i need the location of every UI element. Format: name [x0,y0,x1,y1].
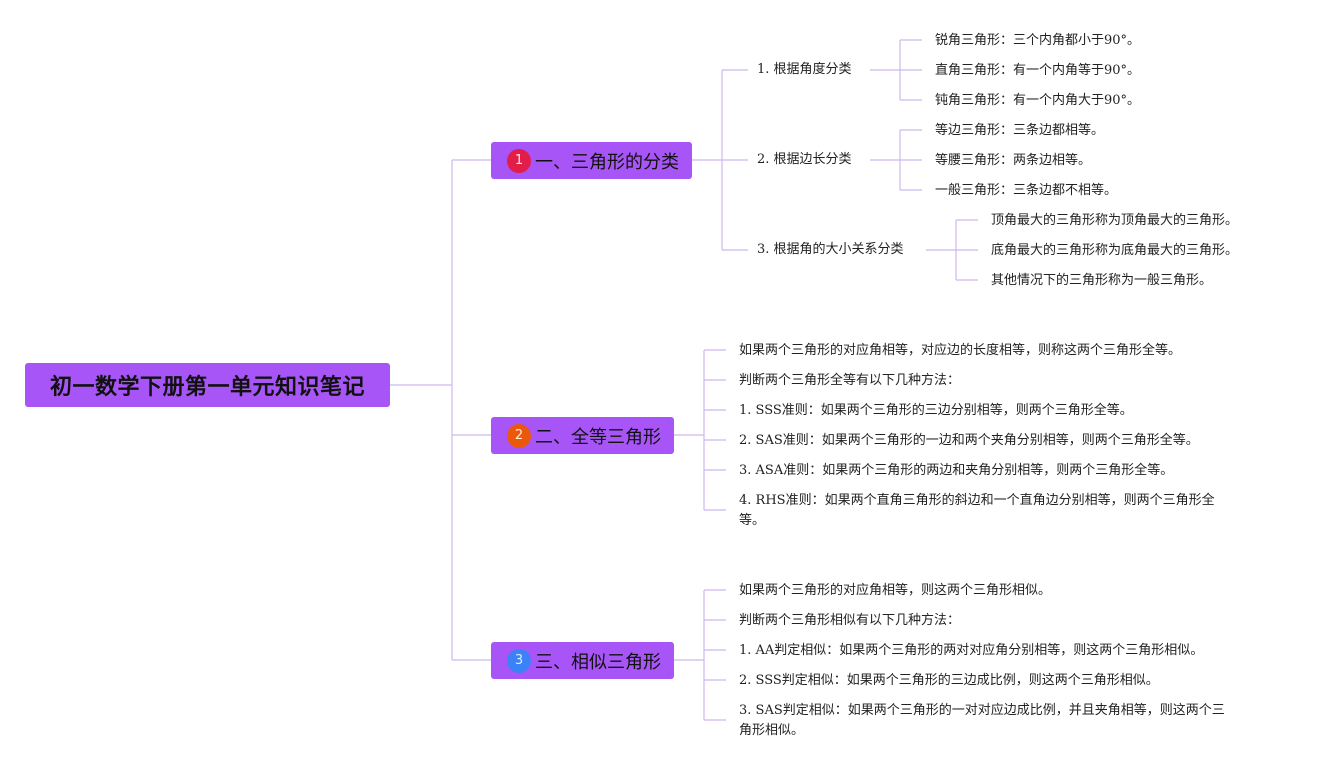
leaf-item[interactable]: 顶角最大的三角形称为顶角最大的三角形。 [991,213,1239,228]
leaf-item[interactable]: 2. SSS判定相似：如果两个三角形的三边成比例，则这两个三角形相似。 [739,673,1159,688]
leaf-item[interactable]: 等边三角形：三条边都相等。 [935,123,1105,138]
root-title: 初一数学下册第一单元知识笔记 [49,375,365,400]
root-node[interactable]: 初一数学下册第一单元知识笔记 [25,363,390,407]
leaf-item[interactable]: 直角三角形：有一个内角等于90°。 [935,63,1141,78]
leaf-item[interactable]: 底角最大的三角形称为底角最大的三角形。 [991,243,1239,258]
priority-1-icon: 1 [507,148,531,173]
sub-node-angle[interactable]: 1. 根据角度分类 [757,62,852,77]
priority-2-icon: 2 [507,423,531,448]
leaf-item[interactable]: 如果两个三角形的对应角相等，则这两个三角形相似。 [739,583,1052,598]
leaf-item[interactable]: 2. SAS准则：如果两个三角形的一边和两个夹角分别相等，则两个三角形全等。 [739,433,1199,448]
leaf-item[interactable]: 锐角三角形：三个内角都小于90°。 [935,33,1141,48]
branch-label: 二、全等三角形 [535,426,661,448]
priority-3-icon: 3 [507,648,531,673]
leaf-item[interactable]: 一般三角形：三条边都不相等。 [935,183,1118,198]
leaf-item[interactable]: 如果两个三角形的对应角相等，对应边的长度相等，则称这两个三角形全等。 [739,343,1182,358]
sub-node-side[interactable]: 2. 根据边长分类 [757,152,852,167]
leaf-item[interactable]: 3. SAS判定相似：如果两个三角形的一对对应边成比例，并且夹角相等，则这两个三… [739,703,1225,738]
leaf-item[interactable]: 4. RHS准则：如果两个直角三角形的斜边和一个直角边分别相等，则两个三角形全等… [739,493,1215,528]
branch-node-3[interactable]: 3 三、相似三角形 [491,642,674,679]
leaf-item[interactable]: 3. ASA准则：如果两个三角形的两边和夹角分别相等，则两个三角形全等。 [739,463,1174,478]
leaf-item[interactable]: 1. AA判定相似：如果两个三角形的两对对应角分别相等，则这两个三角形相似。 [739,643,1204,658]
leaf-item[interactable]: 判断两个三角形相似有以下几种方法： [739,613,961,628]
branch-node-2[interactable]: 2 二、全等三角形 [491,417,674,454]
branch-label: 三、相似三角形 [535,651,661,673]
leaf-item[interactable]: 1. SSS准则：如果两个三角形的三边分别相等，则两个三角形全等。 [739,403,1133,418]
branch-node-1[interactable]: 1 一、三角形的分类 [491,142,692,179]
leaf-item[interactable]: 等腰三角形：两条边相等。 [935,153,1092,168]
leaf-item[interactable]: 判断两个三角形全等有以下几种方法： [739,373,961,388]
sub-node-angle-relation[interactable]: 3. 根据角的大小关系分类 [757,242,904,257]
leaf-item[interactable]: 其他情况下的三角形称为一般三角形。 [991,273,1213,288]
leaf-item[interactable]: 钝角三角形：有一个内角大于90°。 [935,93,1141,108]
branch-label: 一、三角形的分类 [535,151,679,173]
